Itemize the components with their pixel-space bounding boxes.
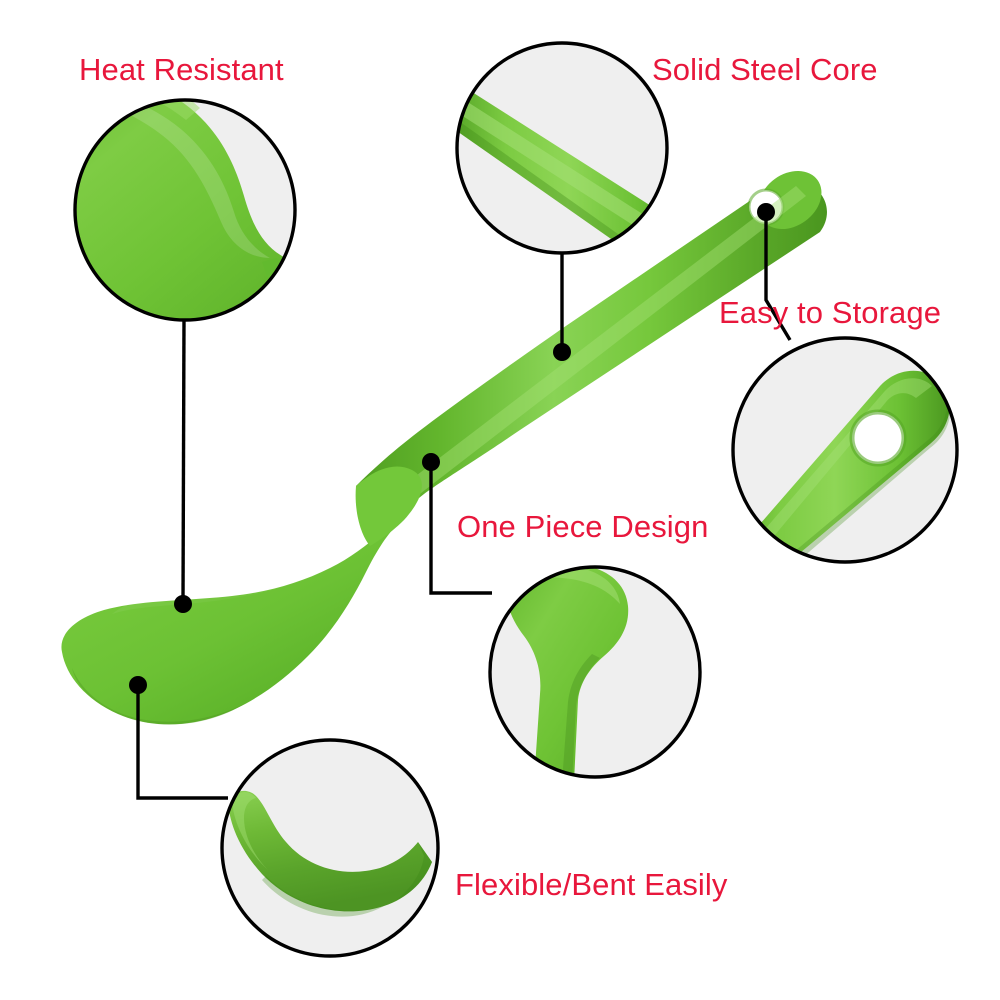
magnifier-solid-steel-core-ring — [455, 41, 669, 255]
magnifier-easy-to-storage-ring — [731, 336, 959, 564]
anchor-dot-easy-to-storage — [757, 203, 775, 221]
magnifier-flexible-bent-ring — [220, 738, 440, 958]
magnifier-solid-steel-core[interactable] — [444, 41, 692, 276]
spatula-neck — [355, 466, 422, 546]
product-spatula — [61, 170, 827, 725]
handle-highlight — [400, 186, 806, 500]
magnifier-easy-to-storage[interactable] — [720, 336, 959, 572]
callout-connectors — [136, 212, 792, 800]
magnifier-heat-resistant[interactable] — [40, 61, 330, 330]
callout-label-solid-steel-core: Solid Steel Core — [652, 52, 878, 87]
callout-anchor-dots — [129, 203, 775, 694]
magnifier-flexible-bent[interactable] — [220, 738, 440, 958]
magnifier-one-piece-design[interactable] — [488, 562, 702, 783]
connector-easy-to-storage — [764, 212, 792, 341]
callout-label-flexible-bent: Flexible/Bent Easily — [455, 867, 728, 902]
anchor-dot-one-piece-design — [422, 453, 440, 471]
magnifier-one-piece-design-ring — [488, 565, 702, 779]
spatula-blade — [61, 522, 396, 725]
callout-label-one-piece-design: One Piece Design — [457, 509, 709, 544]
anchor-dot-flexible-bent — [129, 676, 147, 694]
anchor-dot-solid-steel-core — [553, 343, 571, 361]
connector-one-piece-design — [429, 466, 492, 595]
callout-label-easy-to-storage: Easy to Storage — [719, 295, 942, 330]
connector-flexible-bent — [136, 690, 228, 800]
magnifier-heat-resistant-ring — [73, 98, 297, 322]
callout-label-heat-resistant: Heat Resistant — [79, 52, 284, 87]
magnifier-easy-to-storage-content — [733, 370, 951, 562]
magnifier-flexible-bent-content — [228, 790, 432, 917]
spatula-handle — [356, 178, 827, 522]
blade-highlight — [112, 515, 386, 614]
anchor-dot-heat-resistant — [174, 595, 192, 613]
connector-heat-resistant — [181, 319, 186, 601]
